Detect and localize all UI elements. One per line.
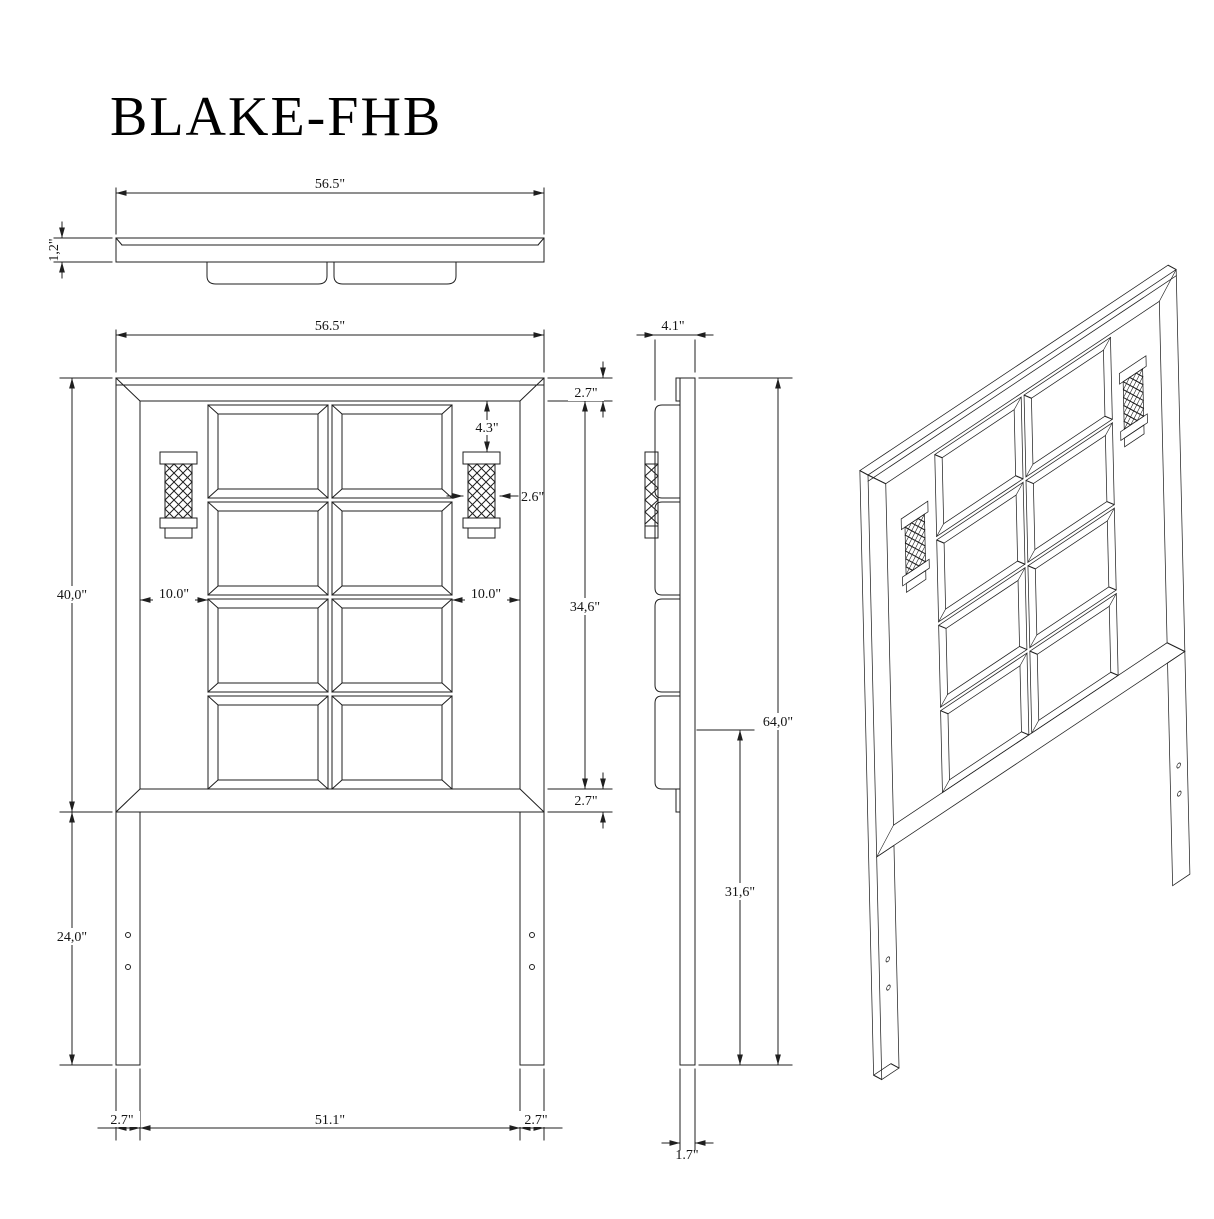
label-bg xyxy=(470,420,504,435)
label-bg xyxy=(568,385,604,401)
isometric-view xyxy=(858,264,1190,1081)
label-bg xyxy=(49,586,95,603)
front-view xyxy=(59,329,613,1141)
dim-right-leg-width: 2.7" xyxy=(524,1113,547,1128)
dim-inner-width: 51.1" xyxy=(315,1113,345,1128)
dim-total-height: 64,0" xyxy=(763,715,793,730)
label-bg xyxy=(104,1111,140,1127)
label-bg xyxy=(568,793,604,809)
dim-top-thickness: 1,2" xyxy=(47,238,62,261)
dim-top-width: 56.5" xyxy=(315,177,345,192)
dim-left-leg-width: 2.7" xyxy=(110,1113,133,1128)
labels: BLAKE-FHB 56.5" 1,2" 56.5" 2.7" 4.3" 2.6… xyxy=(47,86,801,1163)
dim-left-offset: 10.0" xyxy=(159,587,189,602)
dim-front-width: 56.5" xyxy=(315,319,345,334)
line-work xyxy=(53,187,1190,1151)
label-bg xyxy=(153,586,195,602)
label-bg xyxy=(563,598,607,615)
dim-side-depth: 4.1" xyxy=(661,319,684,334)
dim-inner-height: 34,6" xyxy=(570,600,600,615)
drawing-title: BLAKE-FHB xyxy=(110,86,442,148)
dim-sconce-drop: 4.3" xyxy=(475,421,498,436)
label-bg xyxy=(755,713,801,730)
label-bg xyxy=(717,883,763,900)
dim-sconce-width: 2.6" xyxy=(521,490,544,505)
label-bg xyxy=(518,1111,556,1127)
label-bg xyxy=(49,928,95,945)
dim-leg-length: 24,0" xyxy=(57,930,87,945)
dim-base-depth: 1.7" xyxy=(675,1148,698,1163)
side-view xyxy=(636,334,793,1151)
dim-side-leg-height: 31,6" xyxy=(725,885,755,900)
dim-right-offset: 10.0" xyxy=(471,587,501,602)
dim-rail-height: 2.7" xyxy=(574,794,597,809)
top-view xyxy=(53,187,545,285)
label-bg xyxy=(465,586,507,602)
dim-panel-height: 40,0" xyxy=(57,588,87,603)
dim-cap-height: 2.7" xyxy=(574,386,597,401)
